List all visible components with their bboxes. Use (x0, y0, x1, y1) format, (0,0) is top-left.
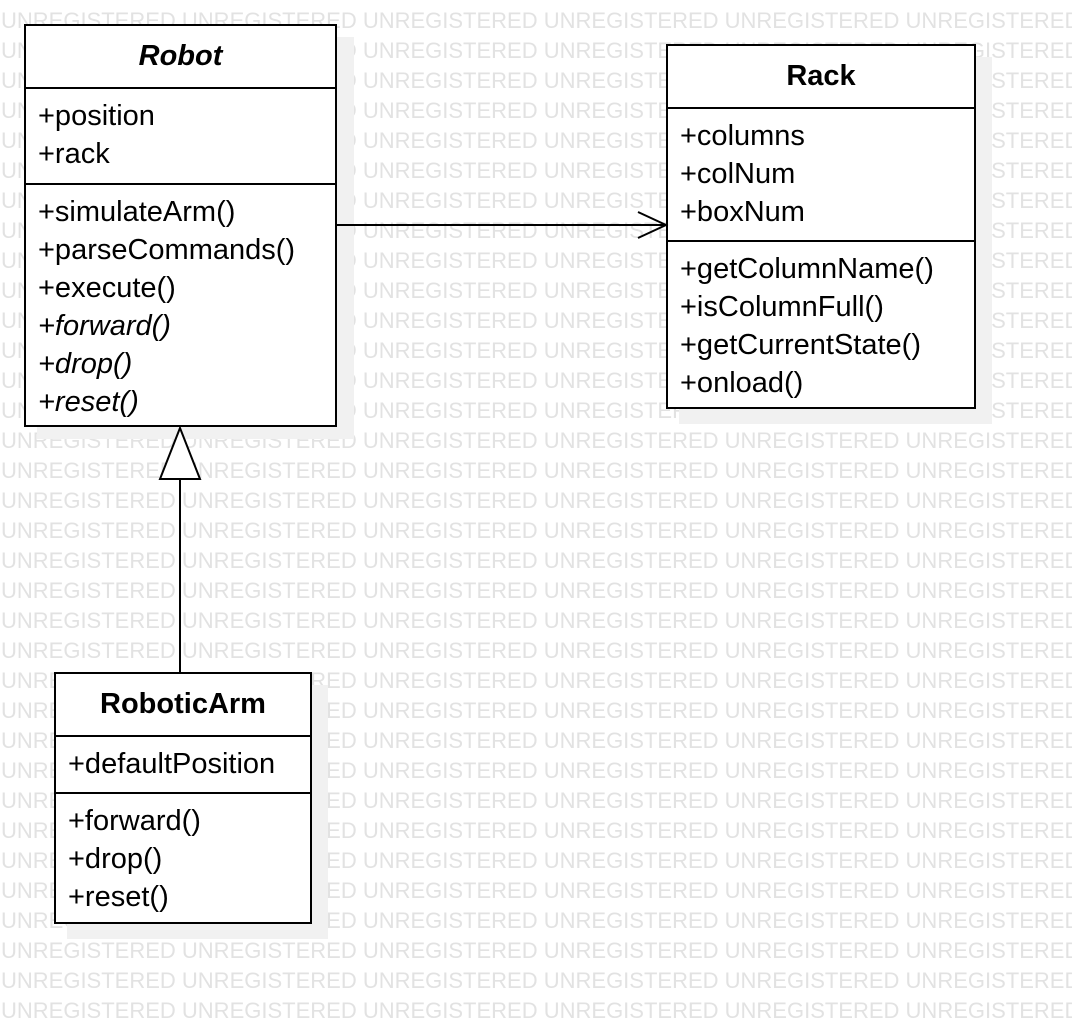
class-roboticarm-attributes: +defaultPosition (56, 737, 310, 794)
attribute: +position (38, 100, 155, 132)
class-roboticarm[interactable]: RoboticArm +defaultPosition +forward() +… (54, 672, 312, 924)
class-rack-operations: +getColumnName() +isColumnFull() +getCur… (668, 242, 974, 402)
class-rack[interactable]: Rack +columns +colNum +boxNum +getColumn… (666, 44, 976, 409)
class-robot-name: Robot (26, 26, 335, 89)
class-roboticarm-name: RoboticArm (56, 674, 310, 737)
abstract-operation: +reset() (38, 386, 139, 418)
operation: +drop() (68, 843, 163, 875)
operation: +reset() (68, 881, 169, 913)
operation: +getColumnName() (680, 253, 934, 285)
attribute: +defaultPosition (68, 748, 276, 780)
operation: +simulateArm() (38, 196, 236, 228)
generalization-roboticarm-robot[interactable] (158, 425, 202, 672)
class-robot-attributes: +position +rack (26, 89, 335, 185)
attribute: +colNum (680, 158, 796, 190)
abstract-operation: +forward() (38, 310, 171, 342)
operation: +onload() (680, 367, 804, 399)
open-arrowhead (637, 211, 669, 239)
class-roboticarm-operations: +forward() +drop() +reset() (56, 794, 310, 916)
attribute: +rack (38, 138, 110, 170)
operation: +getCurrentState() (680, 329, 921, 361)
abstract-operation: +drop() (38, 348, 133, 380)
attribute: +columns (680, 120, 805, 152)
operation: +isColumnFull() (680, 291, 884, 323)
association-robot-rack[interactable] (337, 211, 669, 239)
attribute: +boxNum (680, 196, 805, 228)
class-robot-operations: +simulateArm() +parseCommands() +execute… (26, 185, 335, 421)
operation: +execute() (38, 272, 176, 304)
class-rack-name: Rack (668, 46, 974, 109)
hollow-triangle-arrowhead (158, 425, 202, 480)
class-rack-attributes: +columns +colNum +boxNum (668, 109, 974, 242)
class-robot[interactable]: Robot +position +rack +simulateArm() +pa… (24, 24, 337, 427)
operation: +forward() (68, 805, 201, 837)
operation: +parseCommands() (38, 234, 296, 266)
